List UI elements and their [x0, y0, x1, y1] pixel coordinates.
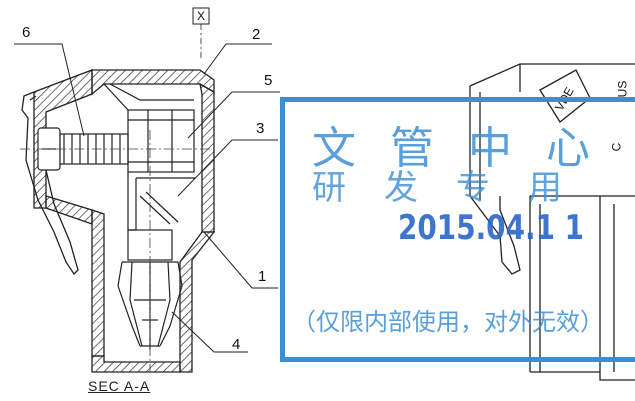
- housing-wall: [33, 69, 216, 373]
- document-stamp: [280, 97, 635, 362]
- callout-3: 3: [256, 120, 265, 137]
- stamp-date: 2015.04.1 1: [398, 208, 585, 248]
- clamp: [103, 83, 195, 173]
- datum-symbol: X: [197, 9, 206, 23]
- cert-us-text: US: [615, 80, 630, 98]
- stamp-note: （仅限内部使用，对外无效）: [292, 308, 604, 336]
- callout-2: 2: [252, 26, 261, 43]
- side-view: [469, 63, 635, 381]
- callout-4: 4: [232, 336, 241, 353]
- section-label: SEC A-A: [88, 378, 151, 394]
- callout-1: 1: [258, 268, 267, 285]
- stamp-line-1: 文管中心: [312, 123, 624, 174]
- leader-lines: [14, 43, 280, 353]
- conductor: [127, 172, 196, 261]
- callout-5: 5: [264, 72, 273, 89]
- datum-marker: [192, 7, 210, 60]
- callout-6: 6: [22, 24, 31, 41]
- stamp-line-2: 研发专用: [312, 168, 600, 208]
- latch-arm: [21, 91, 79, 276]
